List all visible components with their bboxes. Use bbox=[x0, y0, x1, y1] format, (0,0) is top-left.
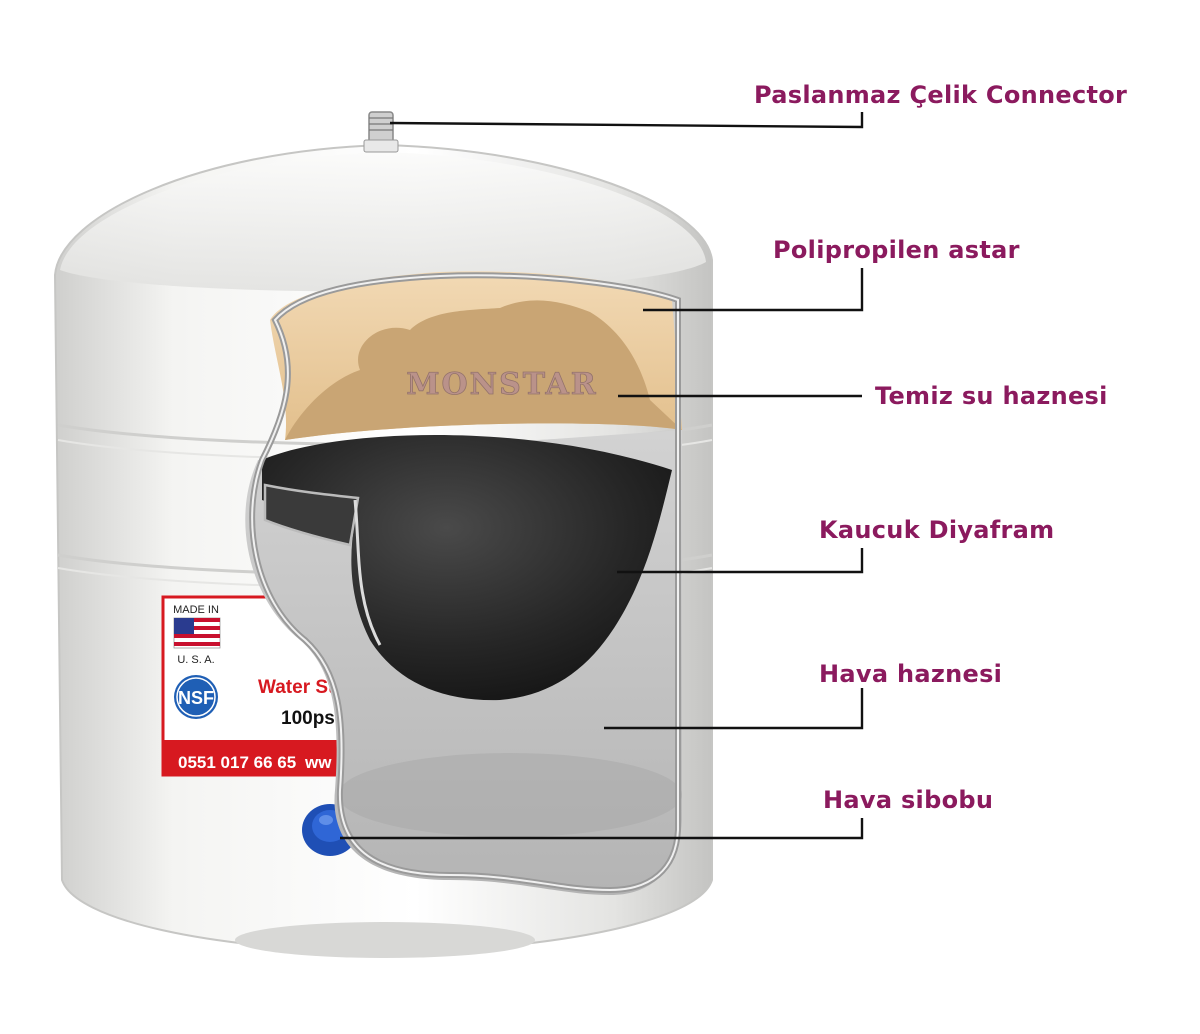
leader-connector bbox=[389, 112, 864, 129]
callout-diaphragm: Kaucuk Diyafram bbox=[819, 516, 1055, 544]
leader-liner bbox=[643, 268, 864, 312]
callout-clean-water: Temiz su haznesi bbox=[875, 382, 1108, 410]
callout-air-chamber: Hava haznesi bbox=[819, 660, 1003, 688]
label-title-fragment: Water St bbox=[258, 677, 335, 698]
leader-air-chamber bbox=[604, 688, 864, 730]
leader-lines bbox=[340, 112, 864, 840]
usa-flag-icon bbox=[173, 617, 221, 649]
label-web-fragment: ww bbox=[304, 753, 332, 772]
cutaway-section bbox=[245, 271, 682, 895]
callout-connector: Paslanmaz Çelik Connector bbox=[754, 81, 1128, 109]
callout-liner: Polipropilen astar bbox=[773, 236, 1020, 264]
watermark-text: MONSTAR bbox=[406, 367, 597, 402]
stainless-connector bbox=[363, 111, 399, 153]
leader-air-valve bbox=[340, 818, 864, 840]
label-phone: 0551 017 66 65 bbox=[178, 753, 296, 772]
nsf-logo-text: NSF bbox=[178, 688, 214, 708]
callout-air-valve: Hava sibobu bbox=[823, 786, 994, 814]
made-in-top-text: MADE IN bbox=[173, 604, 219, 616]
leader-diaphragm bbox=[617, 548, 864, 574]
label-pressure-fragment: 100ps bbox=[281, 708, 335, 729]
made-in-bottom-text: U. S. A. bbox=[177, 654, 214, 666]
nsf-logo: NSF bbox=[174, 675, 218, 719]
